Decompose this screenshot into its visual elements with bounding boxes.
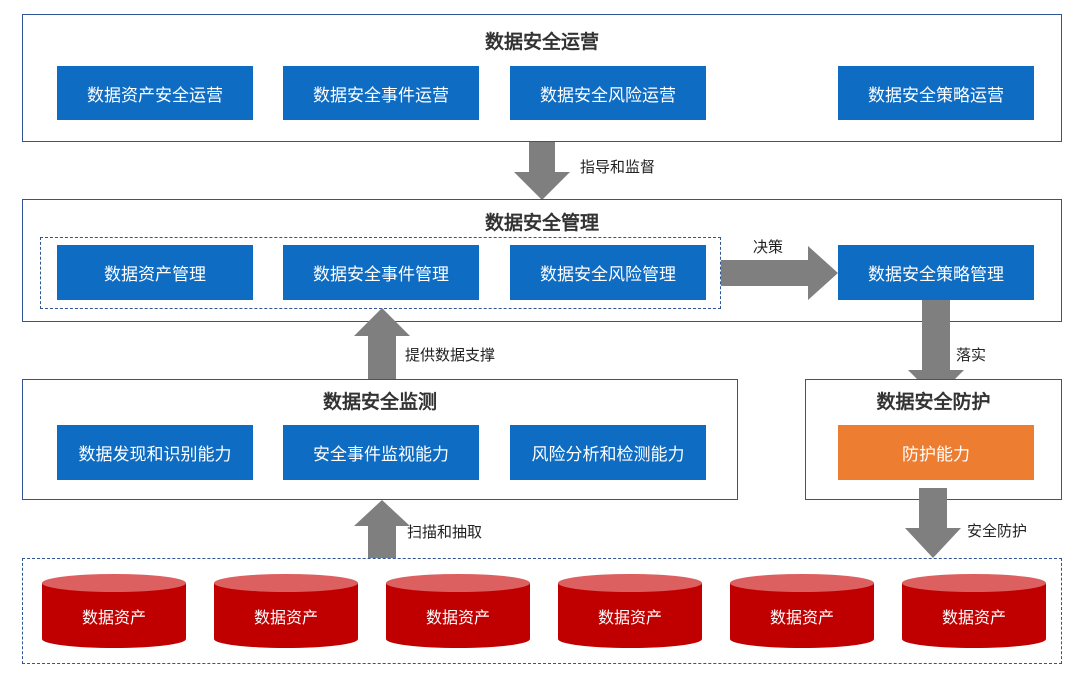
asset-label-2: 数据资产 [253, 608, 318, 627]
mon-risk-box: 风险分析和检测能力 [510, 425, 706, 480]
management-group [40, 237, 721, 309]
scan-arrow [354, 500, 410, 558]
asset-cylinder-5 [730, 574, 874, 648]
protect-arrow [905, 488, 961, 558]
asset-cylinder-2 [214, 574, 358, 648]
management-title: 数据安全管理 [484, 212, 599, 234]
asset-label-6: 数据资产 [941, 608, 1006, 627]
op-strategy-box: 数据安全策略运营 [838, 66, 1034, 120]
decide-label: 决策 [753, 238, 784, 256]
asset-label-5: 数据资产 [769, 608, 834, 627]
protection-box: 防护能力 [838, 425, 1034, 480]
asset-label-3: 数据资产 [425, 608, 490, 627]
guide-label: 指导和监督 [580, 158, 656, 176]
monitoring-title: 数据安全监测 [322, 391, 437, 413]
mon-discovery-box: 数据发现和识别能力 [57, 425, 253, 480]
implement-arrow [908, 300, 964, 398]
asset-label-4: 数据资产 [597, 608, 662, 627]
assets-group [22, 558, 1062, 664]
op-risk-box: 数据安全风险运营 [510, 66, 706, 120]
mg-strategy-box: 数据安全策略管理 [838, 245, 1034, 300]
mg-event-box: 数据安全事件管理 [283, 245, 479, 300]
decide-arrow [721, 246, 838, 300]
mon-event-box: 安全事件监视能力 [283, 425, 479, 480]
support-label: 提供数据支撑 [405, 346, 496, 364]
protection-title: 数据安全防护 [876, 391, 991, 413]
protect-label: 安全防护 [967, 522, 1028, 540]
scan-label: 扫描和抽取 [407, 523, 483, 541]
op-asset-box: 数据资产安全运营 [57, 66, 253, 120]
asset-cylinder-3 [386, 574, 530, 648]
asset-cylinder-1 [42, 574, 186, 648]
implement-label: 落实 [956, 346, 987, 364]
asset-cylinder-4 [558, 574, 702, 648]
guide-arrow [514, 142, 570, 200]
op-event-box: 数据安全事件运营 [283, 66, 479, 120]
asset-label-1: 数据资产 [81, 608, 146, 627]
mg-risk-box: 数据安全风险管理 [510, 245, 706, 300]
support-arrow [354, 308, 410, 380]
mg-asset-box: 数据资产管理 [57, 245, 253, 300]
asset-cylinder-6 [902, 574, 1046, 648]
operation-title: 数据安全运营 [484, 31, 599, 53]
